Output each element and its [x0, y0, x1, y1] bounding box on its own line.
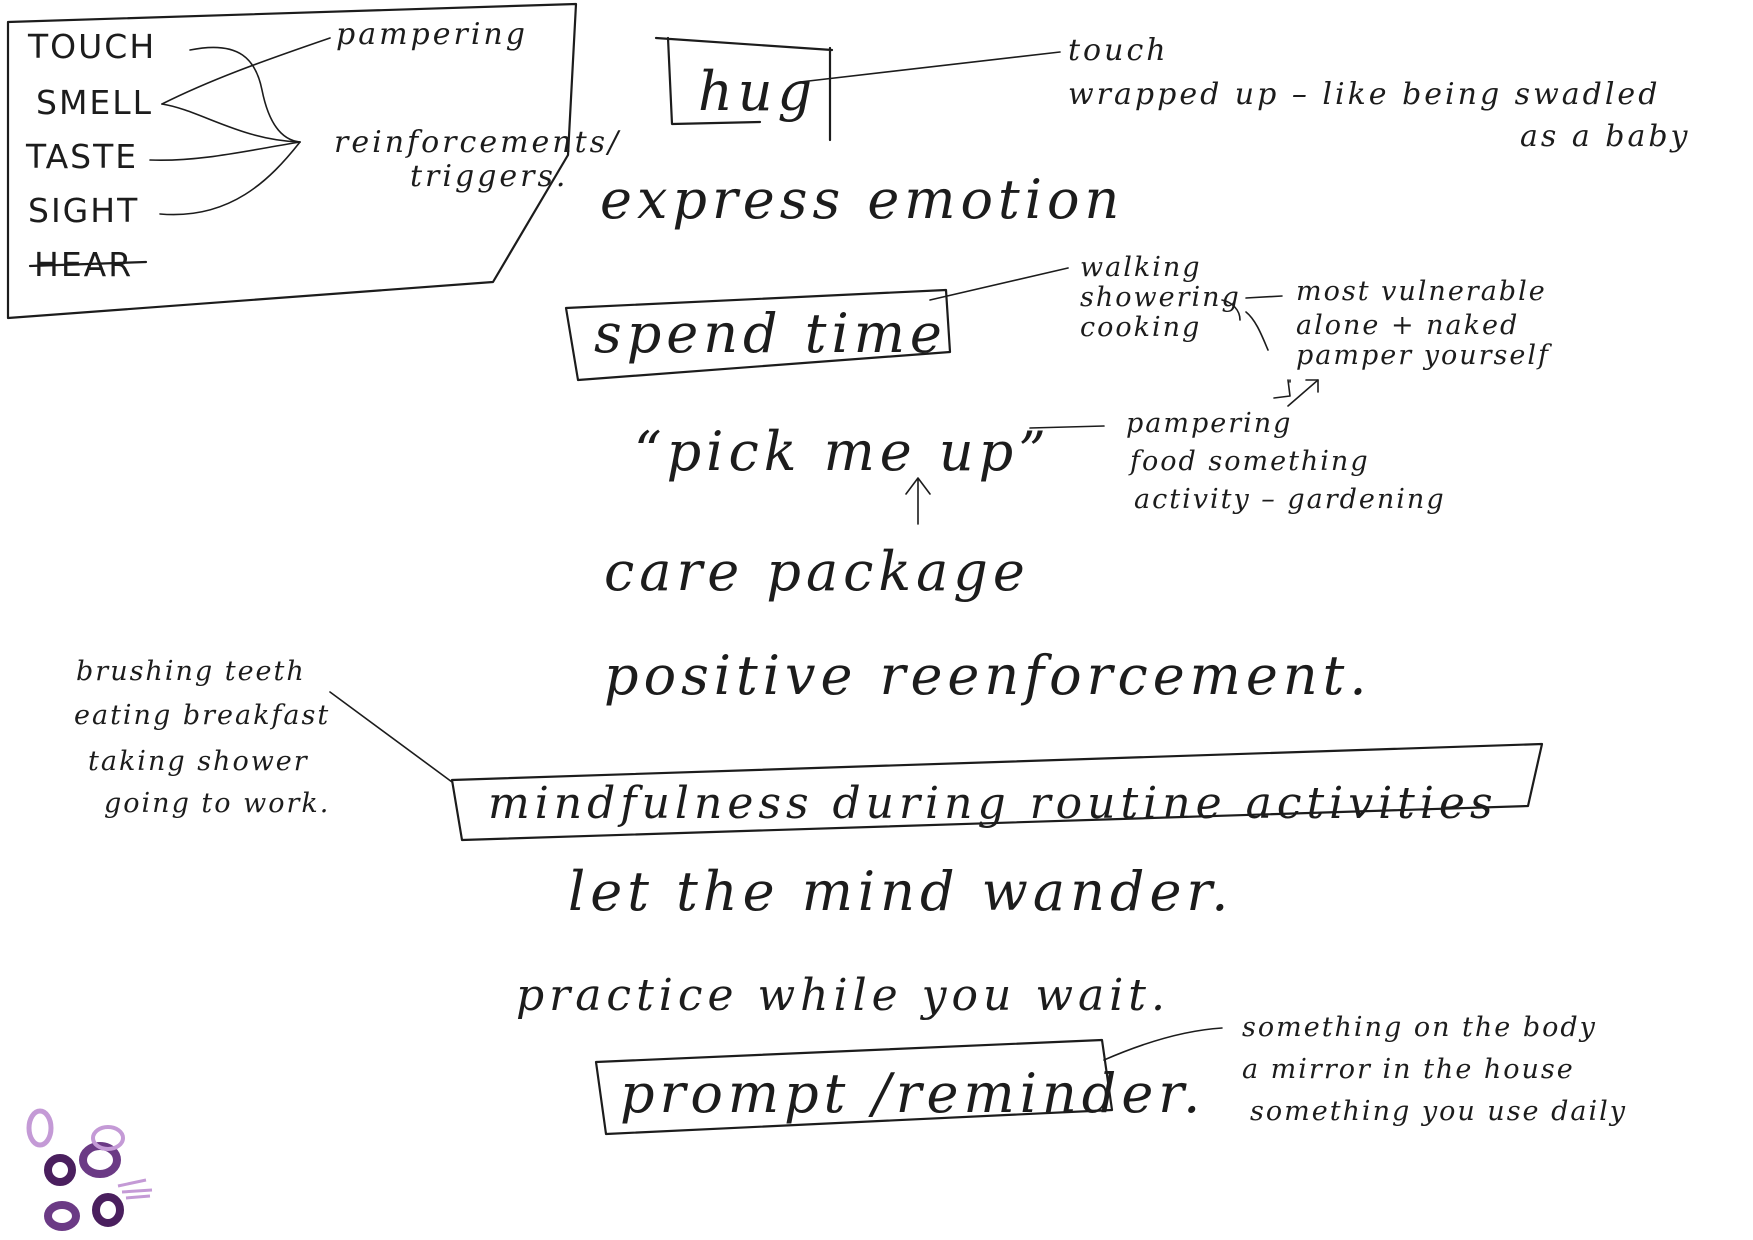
- sense-taste: TASTE: [25, 137, 138, 176]
- routine-brushing: brushing teeth: [76, 656, 306, 687]
- pick-note-pampering: pampering: [1126, 408, 1292, 439]
- connector-taste: [150, 142, 300, 160]
- routine-breakfast: eating breakfast: [74, 700, 330, 731]
- pick-note-activity: activity – gardening: [1134, 484, 1446, 515]
- doodle-scribble: [118, 1180, 152, 1198]
- outcome-reinforcements: reinforcements/: [334, 125, 621, 160]
- doodle-circle-2: [48, 1158, 72, 1182]
- note-pamper-yourself: pamper yourself: [1296, 340, 1552, 371]
- routine-shower: taking shower: [88, 746, 309, 777]
- connector-touch: [190, 47, 300, 142]
- double-arrow-top: [1274, 380, 1290, 398]
- prompt-label: prompt /reminder.: [620, 1062, 1205, 1125]
- mindfulness-label: mindfulness during routine activities: [488, 778, 1498, 829]
- note-most-vulnerable: most vulnerable: [1296, 276, 1547, 307]
- outcome-pampering: pampering: [336, 17, 528, 52]
- activity-cooking: cooking: [1080, 312, 1201, 343]
- connector-sight: [160, 142, 300, 215]
- positive-reinforcement: positive reenforcement.: [604, 644, 1371, 707]
- routine-connector: [330, 692, 452, 782]
- hug-note-wrapped: wrapped up – like being swadled: [1068, 77, 1660, 112]
- doodle-circle-6: [96, 1197, 120, 1223]
- senses-box: TOUCH SMELL TASTE SIGHT HEAR pampering r…: [8, 4, 621, 318]
- spend-time-label: spend time: [594, 302, 947, 365]
- doodle-circle-1: [29, 1111, 51, 1145]
- outcome-triggers: triggers.: [410, 159, 568, 194]
- double-arrow-line: [1288, 380, 1318, 406]
- prompt-note-daily: something you use daily: [1250, 1096, 1627, 1127]
- connector-smell-reinforcement: [162, 104, 300, 142]
- activity-showering: showering: [1080, 282, 1241, 313]
- prompt-note-mirror: a mirror in the house: [1242, 1054, 1575, 1085]
- care-package: care package: [604, 540, 1030, 603]
- prompt-note-body: something on the body: [1242, 1012, 1597, 1043]
- up-arrow: [906, 478, 930, 524]
- hug-label: hug: [698, 60, 817, 123]
- spend-time-node: spend time walking showering cooking mos…: [566, 252, 1552, 406]
- let-mind-wander: let the mind wander.: [568, 860, 1233, 923]
- connector-smell-pampering: [162, 38, 330, 104]
- hug-note-baby: as a baby: [1520, 119, 1690, 154]
- routine-work: going to work.: [104, 788, 330, 819]
- sense-sight: SIGHT: [28, 191, 139, 230]
- prompt-connector: [1104, 1028, 1222, 1060]
- note-alone-naked: alone + naked: [1296, 310, 1519, 341]
- activity-walking: walking: [1080, 252, 1202, 283]
- prompt-node: prompt /reminder. something on the body …: [596, 1012, 1627, 1134]
- sense-smell: SMELL: [36, 83, 153, 122]
- routine-examples: brushing teeth eating breakfast taking s…: [74, 656, 452, 819]
- mindfulness-node: mindfulness during routine activities: [452, 744, 1542, 840]
- pick-note-food: food something: [1128, 446, 1370, 477]
- express-emotion: express emotion: [600, 168, 1124, 231]
- spend-time-connector: [930, 268, 1068, 300]
- spend-time-branch: [1222, 296, 1282, 350]
- pick-me-up-label: “pick me up”: [634, 420, 1051, 483]
- doodle-circle-5: [48, 1205, 76, 1227]
- hug-node: hug touch wrapped up – like being swadle…: [656, 33, 1690, 154]
- purple-circles-doodle: [29, 1111, 152, 1227]
- practice-while-you-wait: practice while you wait.: [516, 970, 1170, 1021]
- pick-me-up-node: “pick me up” pampering food something ac…: [634, 408, 1446, 524]
- hug-note-touch: touch: [1068, 33, 1169, 68]
- hug-connector: [800, 52, 1060, 82]
- sense-touch: TOUCH: [27, 27, 156, 66]
